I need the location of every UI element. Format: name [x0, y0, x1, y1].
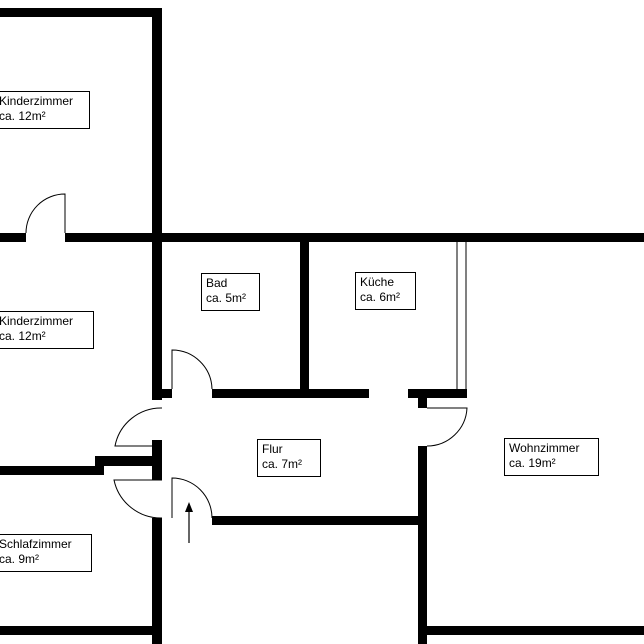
room-name: Wohnzimmer: [509, 441, 580, 455]
room-label-kueche: Küche ca. 6m²: [355, 272, 416, 310]
room-area: ca. 6m²: [360, 290, 401, 304]
wall: [300, 242, 309, 393]
wall: [152, 518, 162, 644]
wall: [152, 8, 162, 400]
wall: [0, 8, 162, 17]
wall: [65, 233, 644, 242]
room-area: ca. 5m²: [206, 291, 247, 305]
up-arrow-icon: [185, 502, 193, 543]
door-swing: [25, 193, 66, 234]
room-label-bad: Bad ca. 5m²: [201, 273, 260, 311]
room-area: ca. 19m²: [509, 456, 556, 470]
room-name: Flur: [262, 442, 283, 456]
wall: [418, 626, 644, 635]
wall: [0, 466, 104, 475]
wall: [162, 389, 172, 398]
partition-lines: [456, 242, 467, 389]
door-swing: [426, 407, 468, 447]
room-label-wohnzimmer: Wohnzimmer ca. 19m²: [504, 438, 599, 476]
wall: [418, 446, 427, 644]
room-label-kinderzimmer-1: Kinderzimmer ca. 12m²: [0, 91, 90, 129]
door-swing: [113, 479, 163, 519]
room-name: Kinderzimmer: [0, 314, 74, 328]
wall: [212, 389, 369, 398]
wall: [408, 389, 467, 398]
door-swing: [171, 477, 213, 519]
doors: [25, 193, 468, 519]
wall: [418, 398, 427, 408]
room-label-schlafzimmer: Schlafzimmer ca. 9m²: [0, 534, 92, 572]
room-area: ca. 12m²: [0, 329, 46, 343]
wall: [0, 233, 26, 242]
room-area: ca. 12m²: [0, 109, 46, 123]
room-label-flur: Flur ca. 7m²: [257, 439, 321, 477]
door-swing: [171, 349, 213, 390]
walls: [0, 8, 644, 644]
wall: [0, 626, 162, 635]
room-name: Küche: [360, 275, 395, 289]
room-name: Kinderzimmer: [0, 94, 74, 108]
wall: [212, 516, 418, 525]
door-swing: [114, 407, 163, 447]
room-area: ca. 9m²: [0, 552, 40, 566]
room-name: Schlafzimmer: [0, 537, 72, 551]
room-name: Bad: [206, 276, 228, 290]
wall: [95, 456, 162, 466]
room-label-kinderzimmer-2: Kinderzimmer ca. 12m²: [0, 311, 94, 349]
room-area: ca. 7m²: [262, 457, 303, 471]
